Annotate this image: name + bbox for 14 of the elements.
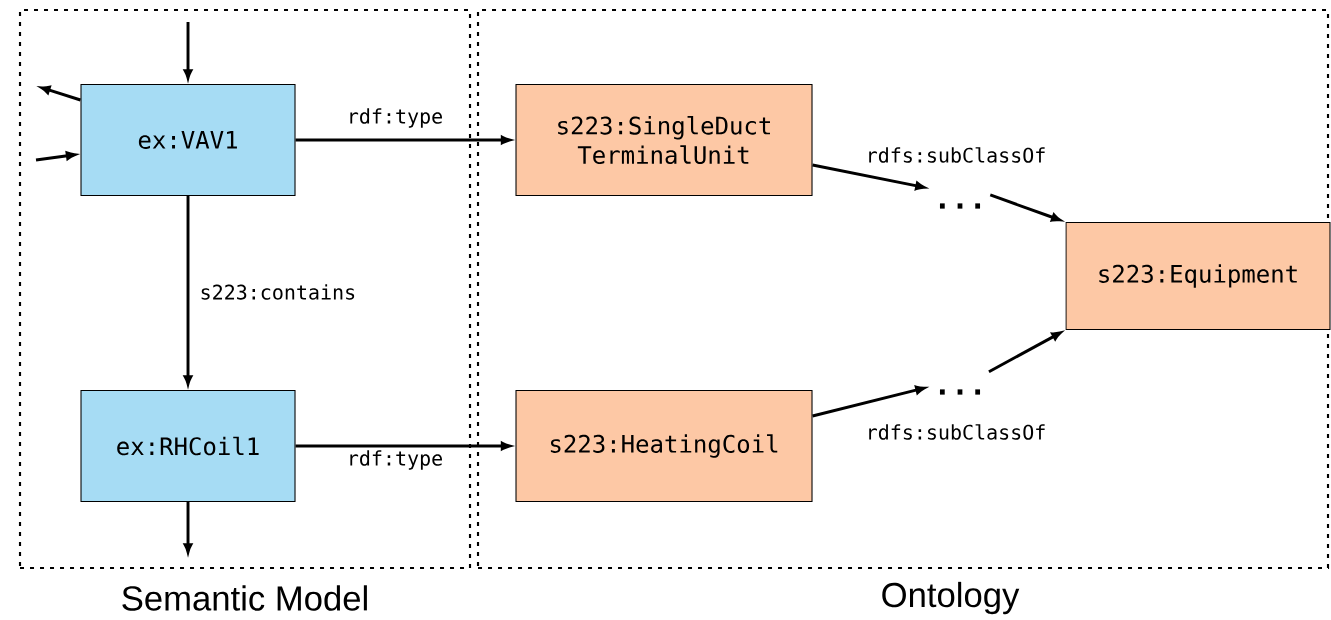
- ellipsis-text: ...: [939, 203, 981, 209]
- instance-box: ex:RHCoil1: [80, 389, 296, 503]
- ellipsis-text: ...: [939, 389, 981, 395]
- class-box: s223:Equipment: [1065, 221, 1331, 331]
- class-box: s223:HeatingCoil: [515, 389, 813, 503]
- edge-label: rdf:type: [345, 449, 445, 471]
- node-label: Semantic Model: [122, 585, 367, 611]
- node-label: Ontology: [882, 581, 1020, 615]
- edge-label: s223:contains: [198, 282, 358, 302]
- instance-box: ex:VAV1: [80, 83, 296, 197]
- edge-label: rdfs:subClassOf: [864, 145, 1048, 165]
- edge-label: rdfs:subClassOf: [864, 422, 1048, 442]
- edge-label: rdf:type: [345, 107, 445, 129]
- class-box: s223:SingleDuct TerminalUnit: [515, 83, 813, 197]
